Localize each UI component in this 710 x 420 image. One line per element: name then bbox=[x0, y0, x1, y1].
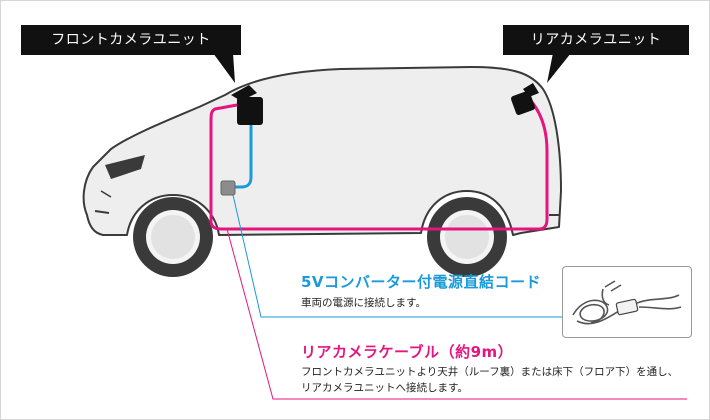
rear-wheel bbox=[427, 197, 507, 277]
converter-cord-description: 車両の電源に接続します。 bbox=[301, 297, 426, 309]
front-grille-line bbox=[94, 210, 110, 214]
rear-cable-description-line2: リアカメラユニットへ接続します。 bbox=[301, 382, 468, 394]
rear-camera-icon bbox=[511, 83, 539, 115]
rear-cable-description-line1: フロントカメラユニットより天井（ルーフ裏）または床下（フロア下）を通し、 bbox=[301, 366, 679, 378]
rear-cable-heading: リアカメラケーブル（約9m） bbox=[301, 343, 514, 361]
rear-camera-unit-label: リアカメラユニット bbox=[503, 25, 689, 55]
front-camera-icon bbox=[231, 85, 263, 125]
headlight bbox=[105, 155, 145, 179]
power-cord-photo bbox=[562, 266, 692, 338]
van-body bbox=[82, 66, 562, 236]
van-illustration bbox=[82, 66, 562, 277]
power-cord-illustration bbox=[572, 280, 682, 325]
front-camera-unit-label: フロントカメラユニット bbox=[21, 25, 241, 55]
rear-camera-cable bbox=[209, 99, 687, 400]
hood-line bbox=[100, 190, 112, 198]
rear-label-pointer bbox=[547, 53, 571, 83]
converter-cord bbox=[229, 107, 563, 318]
front-wheel bbox=[133, 197, 213, 277]
converter-box-icon bbox=[220, 180, 236, 196]
front-label-pointer bbox=[213, 53, 235, 83]
rear-cable-description: フロントカメラユニットより天井（ルーフ裏）または床下（フロア下）を通し、 リアカ… bbox=[301, 364, 701, 396]
converter-cord-heading: 5Vコンバーター付電源直結コード bbox=[301, 273, 542, 291]
